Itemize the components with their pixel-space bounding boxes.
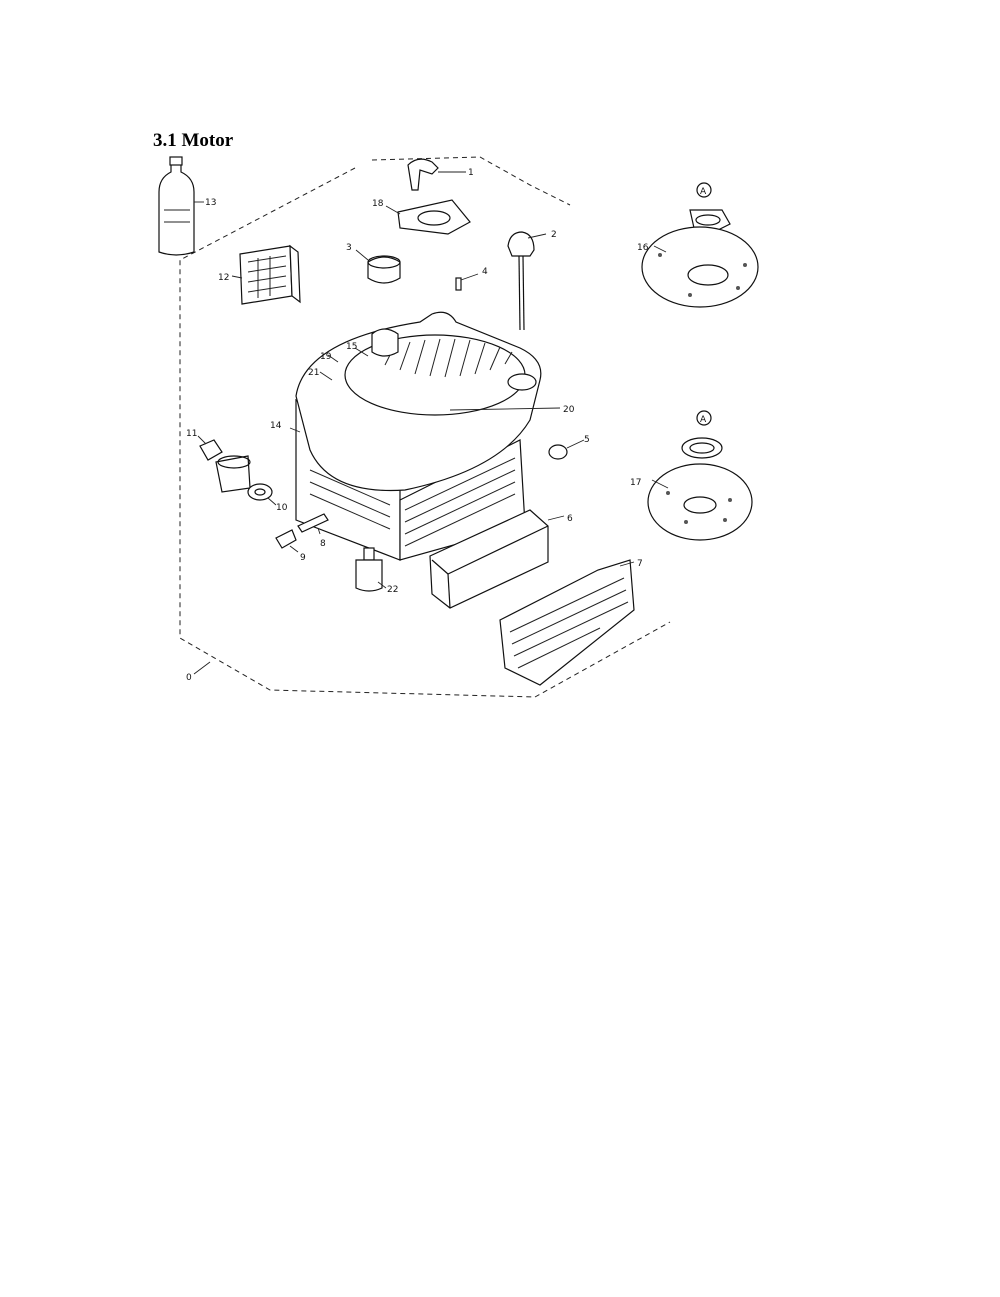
callout-9: 9: [300, 553, 306, 563]
assembly-boundary: [179, 156, 671, 698]
dipstick-part: [507, 231, 547, 331]
callout-22: 22: [387, 585, 398, 595]
callout-21: 21: [308, 368, 319, 378]
carb-gasket-part: [247, 483, 277, 506]
callout-16: 16: [637, 243, 649, 253]
callout-15: 15: [346, 342, 357, 352]
callout-0: 0: [186, 673, 192, 683]
callout-17: 17: [630, 478, 641, 488]
callout-20: 20: [563, 405, 575, 415]
screw-part: [455, 273, 479, 291]
callout-11: 11: [186, 429, 197, 439]
callout-13: 13: [205, 198, 216, 208]
reference-mark-a: A: [700, 415, 707, 425]
muffler-guard-part: [499, 559, 635, 686]
callout-7: 7: [637, 559, 643, 569]
fuel-cap-part: [355, 249, 401, 284]
spark-plug-cap-part: [275, 529, 299, 553]
muffler-part: [429, 509, 565, 609]
spark-plug-part: [297, 513, 329, 535]
oil-filter-part: [355, 547, 387, 592]
callout-5: 5: [584, 435, 590, 445]
callout-1: 1: [468, 168, 474, 178]
callout-8: 8: [320, 539, 326, 549]
carburetor-part: [197, 435, 251, 493]
flange-plate-part: [647, 437, 753, 541]
reference-mark-circle: [696, 410, 712, 426]
callout-10: 10: [276, 503, 288, 513]
callout-14: 14: [270, 421, 282, 431]
gasket-part: [385, 199, 471, 235]
callout-18: 18: [372, 199, 384, 209]
air-filter-part: [231, 244, 301, 305]
reference-mark-a: A: [700, 187, 707, 197]
callout-3: 3: [346, 243, 352, 253]
starter-handle-part: [407, 158, 466, 191]
callout-6: 6: [567, 514, 573, 524]
oil-bottle-part: [158, 156, 204, 256]
reference-mark-circle: [696, 182, 712, 198]
callout-12: 12: [218, 273, 229, 283]
drain-plug-part: [548, 439, 585, 460]
callout-19: 19: [320, 352, 332, 362]
callout-4: 4: [482, 267, 488, 277]
section-title: 3.1 Motor: [153, 130, 234, 151]
callout-2: 2: [551, 230, 557, 240]
flange-plate-part: [641, 209, 759, 308]
